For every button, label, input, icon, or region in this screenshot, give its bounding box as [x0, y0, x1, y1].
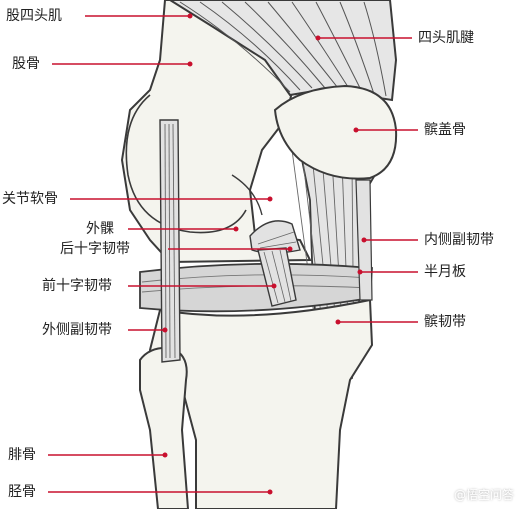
leader-articular-cartilage: [70, 196, 273, 202]
label-femur: 股骨: [12, 56, 40, 72]
leader-femur: [52, 61, 193, 67]
quadriceps-fibers: [179, 1, 387, 97]
label-meniscus: 半月板: [424, 264, 466, 280]
label-lateral-condyle: 外髁: [86, 221, 114, 237]
leader-tibia: [48, 489, 273, 495]
label-posterior-cruciate: 后十字韧带: [60, 241, 130, 257]
articular-cartilage-edge: [231, 174, 263, 216]
label-lateral-collateral: 外侧副韧带: [42, 322, 112, 338]
leader-lines: [48, 13, 418, 495]
leader-posterior-cruciate: [168, 246, 293, 252]
fibula-bone: [139, 346, 190, 509]
leader-lateral-collateral: [128, 327, 168, 333]
label-patellar-ligament: 髌韧带: [424, 314, 466, 330]
patella-bone: [273, 84, 398, 180]
label-quadriceps-tendon: 四头肌腱: [418, 30, 474, 46]
label-quadriceps-muscle: 股四头肌: [6, 8, 62, 24]
leader-medial-collateral: [361, 237, 418, 243]
cruciate-fibers: [257, 231, 297, 304]
label-articular-cartilage: 关节软骨: [2, 191, 58, 207]
label-anterior-cruciate: 前十字韧带: [42, 278, 112, 294]
leader-meniscus: [357, 269, 418, 275]
label-tibia: 胫骨: [8, 484, 36, 500]
label-patella: 髌盖骨: [424, 122, 466, 138]
label-fibula: 腓骨: [8, 447, 36, 463]
watermark-text: @悟空问答: [453, 488, 514, 502]
lateral-collateral-fibers: [164, 123, 176, 359]
leader-lateral-condyle: [128, 226, 239, 232]
leader-anterior-cruciate: [128, 283, 277, 289]
leader-patellar-ligament: [335, 319, 418, 325]
leader-patella: [353, 127, 418, 133]
leader-quadriceps-muscle: [85, 13, 193, 19]
leader-fibula: [48, 452, 168, 458]
label-medial-collateral: 内侧副韧带: [424, 232, 494, 248]
tibia-bone: [148, 298, 374, 509]
leader-quadriceps-tendon: [315, 35, 412, 41]
